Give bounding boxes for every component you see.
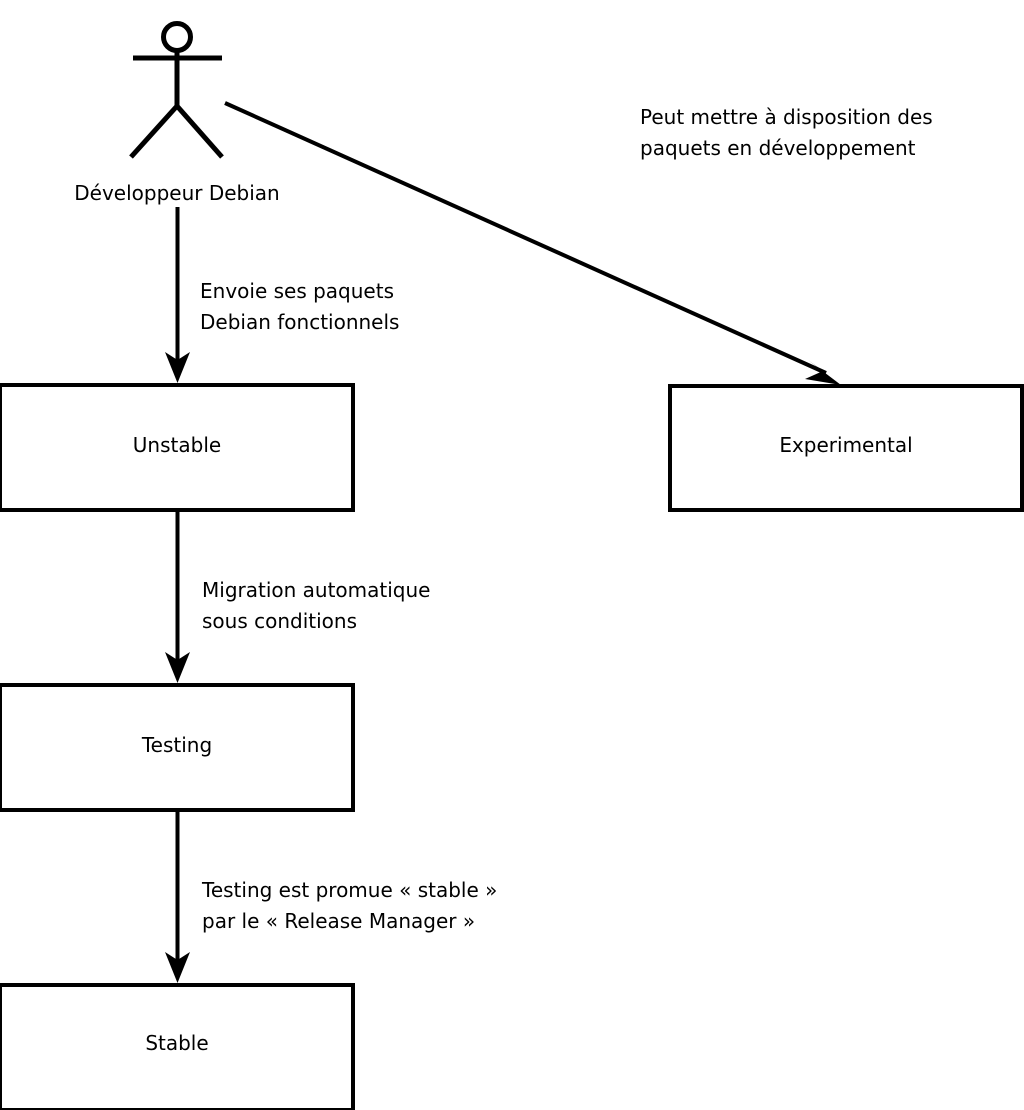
edge-dev-to-experimental-arrowhead xyxy=(805,360,841,385)
edge-dev-to-experimental-label-line2: paquets en développement xyxy=(640,136,916,160)
actor-head-icon xyxy=(161,21,193,53)
node-experimental-box[interactable] xyxy=(668,384,1024,512)
node-testing[interactable]: Testing xyxy=(0,683,355,812)
developer-actor-figure xyxy=(129,21,224,159)
edge-testing-to-stable-label-line2: par le « Release Manager » xyxy=(202,909,475,933)
node-testing-label: Testing xyxy=(141,733,212,757)
developer-actor-label: Développeur Debian xyxy=(74,181,279,205)
edge-testing-to-stable-label-line1: Testing est promue « stable » xyxy=(201,878,497,902)
actor-leg-left xyxy=(129,104,179,159)
node-stable-box[interactable] xyxy=(0,983,355,1110)
edge-unstable-to-testing xyxy=(165,510,190,683)
edge-dev-to-unstable-arrowhead xyxy=(165,352,190,383)
edge-dev-to-unstable xyxy=(165,207,190,383)
edge-unstable-to-testing-arrowhead xyxy=(165,652,190,683)
edge-dev-to-experimental-label-line1: Peut mettre à disposition des xyxy=(640,105,933,129)
edge-dev-to-experimental-line xyxy=(224,101,827,375)
edge-testing-to-stable xyxy=(165,810,190,983)
node-unstable[interactable]: Unstable xyxy=(0,383,355,512)
actor-leg-right xyxy=(175,104,224,159)
node-experimental[interactable]: Experimental xyxy=(668,384,1024,512)
node-stable-label: Stable xyxy=(145,1031,208,1055)
node-experimental-label: Experimental xyxy=(779,433,912,457)
node-stable[interactable]: Stable xyxy=(0,983,355,1110)
edge-unstable-to-testing-label-line2: sous conditions xyxy=(202,609,357,633)
edge-unstable-to-testing-label-line1: Migration automatique xyxy=(202,578,430,602)
edge-testing-to-stable-arrowhead xyxy=(165,952,190,983)
edge-dev-to-unstable-label-line2: Debian fonctionnels xyxy=(200,310,399,334)
edge-dev-to-unstable-label-line1: Envoie ses paquets xyxy=(200,279,394,303)
node-unstable-label: Unstable xyxy=(133,433,221,457)
edge-dev-to-experimental xyxy=(224,101,841,385)
